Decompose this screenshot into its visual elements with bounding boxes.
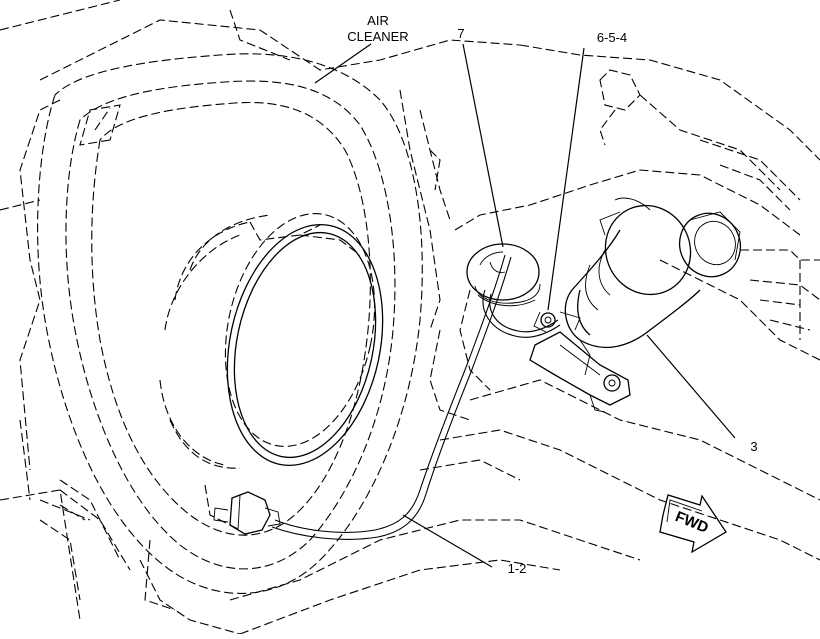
label-air-cleaner-line2: CLEANER <box>347 29 408 44</box>
label-air-cleaner-line1: AIR <box>367 13 389 28</box>
fitting-assembly <box>533 311 581 333</box>
mounting-bracket <box>529 331 631 413</box>
leader-lines <box>314 43 736 568</box>
callout-6-5-4: 6-5-4 <box>597 30 627 45</box>
leader-1-2 <box>402 514 493 568</box>
indicator-tube <box>482 289 561 338</box>
leader-6-5-4 <box>547 47 585 311</box>
leader-3 <box>646 334 736 439</box>
leader-air-cleaner <box>314 43 372 84</box>
callout-7: 7 <box>457 26 464 41</box>
leader-7 <box>462 43 504 248</box>
sensor-hose <box>271 254 512 540</box>
fwd-label: FWD <box>673 508 711 537</box>
callout-1-2: 1-2 <box>508 561 527 576</box>
service-indicator <box>466 243 541 307</box>
forward-direction-arrow: FWD <box>659 494 727 554</box>
air-cleaner-housing <box>37 53 423 611</box>
restriction-sensor <box>213 491 281 535</box>
precleaner-canister <box>564 197 742 349</box>
callout-3: 3 <box>750 439 757 454</box>
air-cleaner-outlet-tube <box>159 213 384 469</box>
